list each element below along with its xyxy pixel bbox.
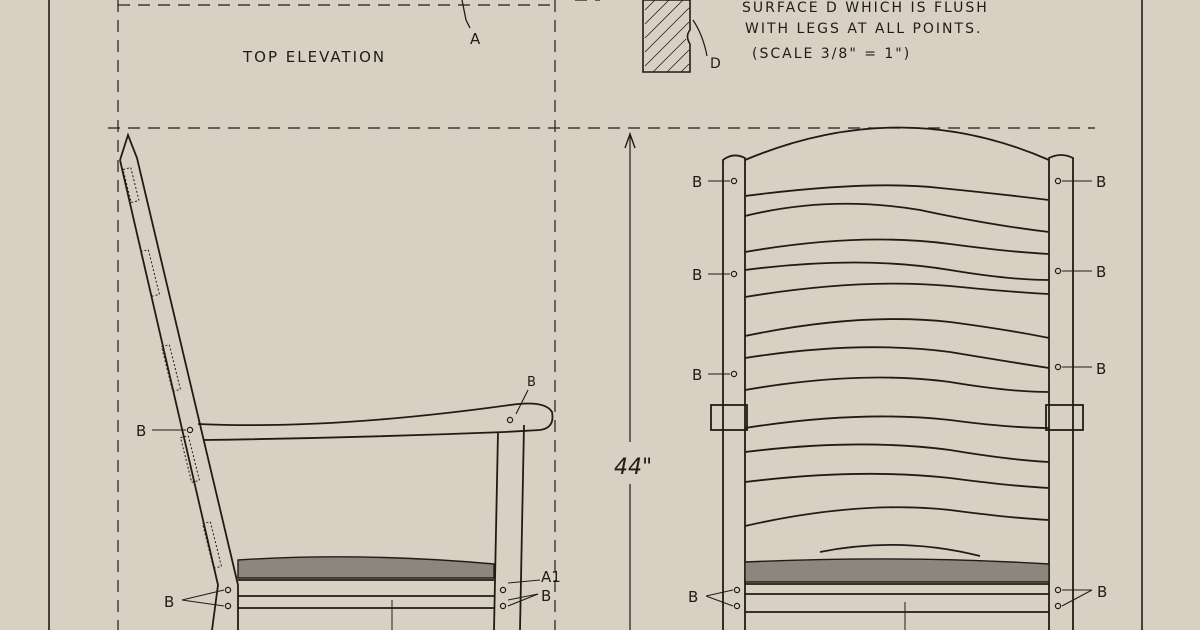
height-dimension-label: 44" bbox=[614, 455, 652, 480]
peg-label: B bbox=[164, 593, 174, 611]
peg-label: B bbox=[541, 587, 551, 605]
section-a-leader bbox=[461, 0, 471, 29]
front-seat bbox=[744, 558, 1050, 583]
note-line-2: WITH LEGS AT ALL POINTS. bbox=[745, 21, 982, 37]
note-line-1: SURFACE D WHICH IS FLUSH bbox=[742, 0, 989, 16]
peg-label: B bbox=[688, 588, 698, 606]
peg-label: B bbox=[527, 375, 536, 390]
note-line-3: (SCALE 3/8" = 1") bbox=[752, 46, 911, 62]
side-seat bbox=[237, 556, 495, 579]
peg-label: B bbox=[136, 422, 146, 440]
peg-label: B bbox=[692, 366, 702, 384]
front-leaders bbox=[705, 180, 1093, 607]
peg-label: B bbox=[1097, 583, 1107, 601]
front-pegs bbox=[730, 177, 1062, 610]
seat-rail-label: A1 bbox=[541, 568, 561, 586]
peg-label: B bbox=[692, 266, 702, 284]
side-pegs bbox=[186, 416, 514, 610]
top-elevation-label: TOP ELEVATION bbox=[242, 48, 386, 66]
section-d-profile bbox=[642, 0, 708, 73]
section-d-label: D bbox=[710, 56, 721, 72]
front-elevation bbox=[710, 126, 1084, 630]
side-leaders bbox=[152, 389, 541, 607]
peg-label: B bbox=[1096, 263, 1106, 281]
peg-label: B bbox=[692, 173, 702, 191]
peg-label: B bbox=[1096, 360, 1106, 378]
height-dimension-line bbox=[624, 131, 636, 630]
peg-label: B bbox=[1096, 173, 1106, 191]
section-a-label: A bbox=[470, 30, 481, 48]
construction-lines bbox=[108, 0, 1095, 630]
